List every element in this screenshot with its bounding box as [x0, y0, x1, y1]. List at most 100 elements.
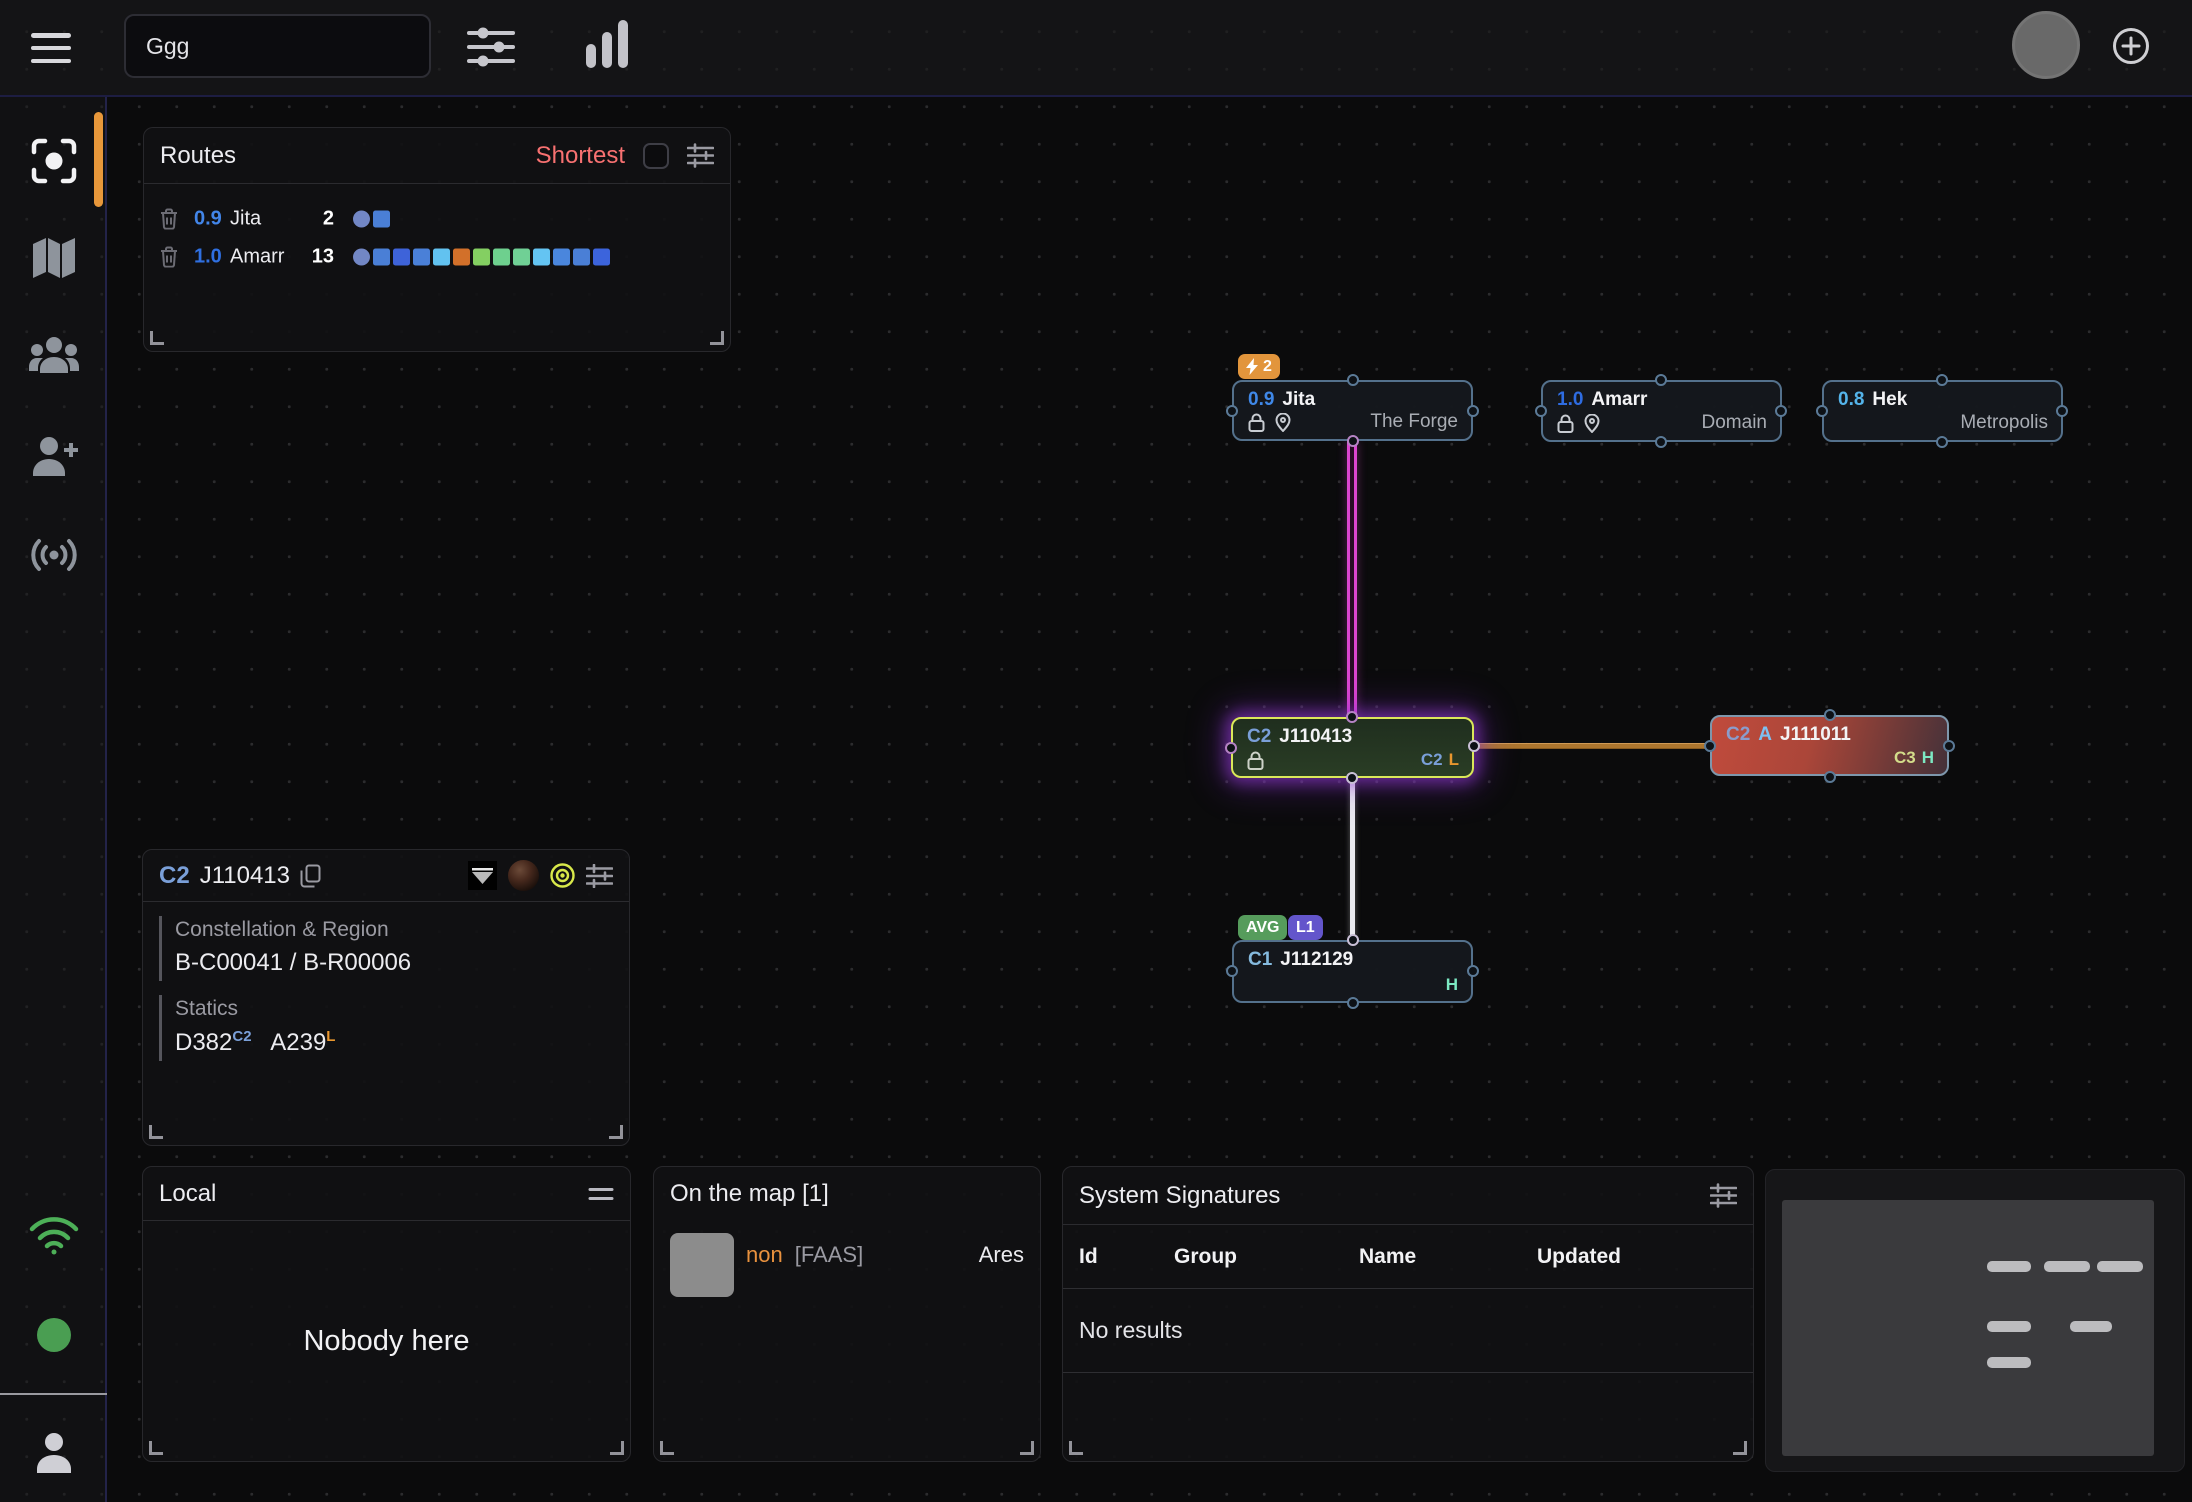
delete-route-icon[interactable]: [160, 208, 178, 230]
lock-icon: [1248, 413, 1265, 432]
system-signatures-panel: System Signatures Id Group Name Updated …: [1062, 1166, 1754, 1462]
handle-j111011-left[interactable]: [1704, 740, 1716, 752]
static-kind: H: [1921, 748, 1934, 767]
minimap-canvas: [1782, 1200, 2154, 1456]
handle-j110413-right[interactable]: [1468, 740, 1480, 752]
delete-route-icon[interactable]: [160, 246, 178, 268]
connection-c2-c2a[interactable]: [1474, 743, 1710, 749]
shortest-checkbox[interactable]: [643, 142, 669, 169]
active-section-indicator: [94, 112, 103, 207]
system-settings-icon[interactable]: [586, 863, 613, 888]
on-the-map-title: On the map [1]: [670, 1180, 829, 1207]
add-map-button[interactable]: [2112, 27, 2150, 65]
person-icon: [36, 1433, 71, 1473]
handle-jita-bottom[interactable]: [1347, 435, 1359, 447]
handle-jita-right[interactable]: [1467, 405, 1479, 417]
sidebar-item-profile[interactable]: [0, 1431, 107, 1473]
handle-j110413-left[interactable]: [1225, 742, 1237, 754]
map-icon: [32, 238, 75, 278]
route-row-jita[interactable]: 0.9 Jita 2: [144, 200, 730, 238]
handle-hek-top[interactable]: [1936, 374, 1948, 386]
routes-settings-icon[interactable]: [687, 143, 714, 168]
static-kind: L: [1448, 750, 1459, 769]
corp-ticker: [FAAS]: [794, 1242, 864, 1267]
col-id[interactable]: Id: [1079, 1244, 1098, 1268]
jita-connections-badge: 2: [1238, 354, 1280, 379]
skeleton-bar: [1987, 1261, 2031, 1272]
route-jump-count: 13: [311, 245, 334, 268]
selected-system-class: C2: [159, 861, 190, 889]
static-kind: H: [1445, 975, 1458, 994]
signatures-empty-row: No results: [1063, 1289, 1753, 1373]
connection-c2-c1[interactable]: [1350, 778, 1355, 941]
user-avatar[interactable]: [2012, 11, 2080, 79]
pilot-row[interactable]: non [FAAS] Ares: [670, 1233, 1024, 1297]
map-pin-icon: [1584, 413, 1600, 433]
handle-j110413-top[interactable]: [1346, 711, 1358, 723]
handle-jita-left[interactable]: [1226, 405, 1238, 417]
sidebar-item-broadcast[interactable]: [0, 533, 107, 577]
signatures-settings-icon[interactable]: [1710, 1183, 1737, 1208]
sidebar-item-characters[interactable]: [0, 335, 107, 381]
col-updated[interactable]: Updated: [1537, 1244, 1621, 1268]
system-name: J110413: [1279, 726, 1353, 747]
route-row-amarr[interactable]: 1.0 Amarr 13: [144, 238, 730, 276]
handle-j112129-bottom[interactable]: [1347, 997, 1359, 1009]
handle-amarr-bottom[interactable]: [1655, 436, 1667, 448]
handle-j111011-top[interactable]: [1824, 709, 1836, 721]
statics-value: D382C2 A239L: [175, 1028, 336, 1056]
route-jump-dots: [353, 210, 393, 228]
security-status: 0.9: [1248, 389, 1275, 410]
top-bar: [0, 0, 2192, 97]
sidebar-item-map[interactable]: [0, 236, 107, 280]
menu-icon[interactable]: [31, 33, 71, 63]
wormhole-class-image[interactable]: [468, 861, 497, 890]
system-name: Amarr: [1591, 389, 1648, 410]
region-name: The Forge: [1370, 411, 1458, 432]
system-name: J111011: [1780, 724, 1851, 745]
system-node-amarr[interactable]: 1.0 Amarr Domain: [1541, 380, 1782, 442]
security-status: 0.8: [1838, 389, 1865, 410]
handle-jita-top[interactable]: [1347, 374, 1359, 386]
routes-panel: Routes Shortest 0.9 Jita 2 1.0 Amarr 13: [143, 127, 731, 352]
system-node-j112129[interactable]: C1 J112129 H: [1232, 940, 1473, 1003]
col-group[interactable]: Group: [1174, 1244, 1237, 1268]
handle-amarr-left[interactable]: [1535, 405, 1547, 417]
filter-sliders-icon[interactable]: [466, 24, 516, 70]
handle-j111011-bottom[interactable]: [1824, 771, 1836, 783]
statics-label: Statics: [175, 997, 239, 1020]
target-icon[interactable]: [550, 863, 575, 888]
skeleton-bar: [2044, 1261, 2090, 1272]
wormhole-class: C2: [1726, 724, 1751, 745]
handle-hek-right[interactable]: [2056, 405, 2068, 417]
broadcast-icon: [30, 539, 77, 571]
person-plus-icon: [32, 437, 78, 476]
handle-j110413-bottom[interactable]: [1346, 772, 1358, 784]
handle-amarr-right[interactable]: [1775, 405, 1787, 417]
local-menu-icon[interactable]: [588, 1187, 614, 1201]
handle-hek-bottom[interactable]: [1936, 436, 1948, 448]
bar-chart-icon[interactable]: [584, 18, 632, 70]
system-node-hek[interactable]: 0.8 Hek Metropolis: [1822, 380, 2063, 442]
handle-hek-left[interactable]: [1816, 405, 1828, 417]
system-node-j110413[interactable]: C2 J110413 C2 L: [1231, 717, 1474, 778]
sidebar-item-add-character[interactable]: [0, 434, 107, 478]
system-sun-image[interactable]: [508, 860, 539, 891]
col-name[interactable]: Name: [1359, 1244, 1417, 1268]
search-input[interactable]: [124, 14, 431, 78]
routes-title: Routes: [160, 141, 237, 169]
route-security: 1.0: [194, 245, 222, 268]
system-node-jita[interactable]: 0.9 Jita The Forge: [1232, 380, 1473, 441]
sidebar-item-tracking[interactable]: [0, 137, 107, 185]
copy-icon[interactable]: [300, 864, 321, 888]
system-tag: A: [1758, 724, 1773, 745]
handle-j112129-left[interactable]: [1226, 965, 1238, 977]
system-node-j111011[interactable]: C2 A J111011 C3 H: [1710, 715, 1949, 776]
handle-amarr-top[interactable]: [1655, 374, 1667, 386]
avg-badge: AVG: [1238, 915, 1288, 940]
handle-j112129-top[interactable]: [1347, 934, 1359, 946]
handle-j111011-right[interactable]: [1943, 740, 1955, 752]
route-jump-dots: [353, 248, 613, 266]
handle-j112129-right[interactable]: [1467, 965, 1479, 977]
connection-jita-c2[interactable]: [1347, 441, 1357, 718]
